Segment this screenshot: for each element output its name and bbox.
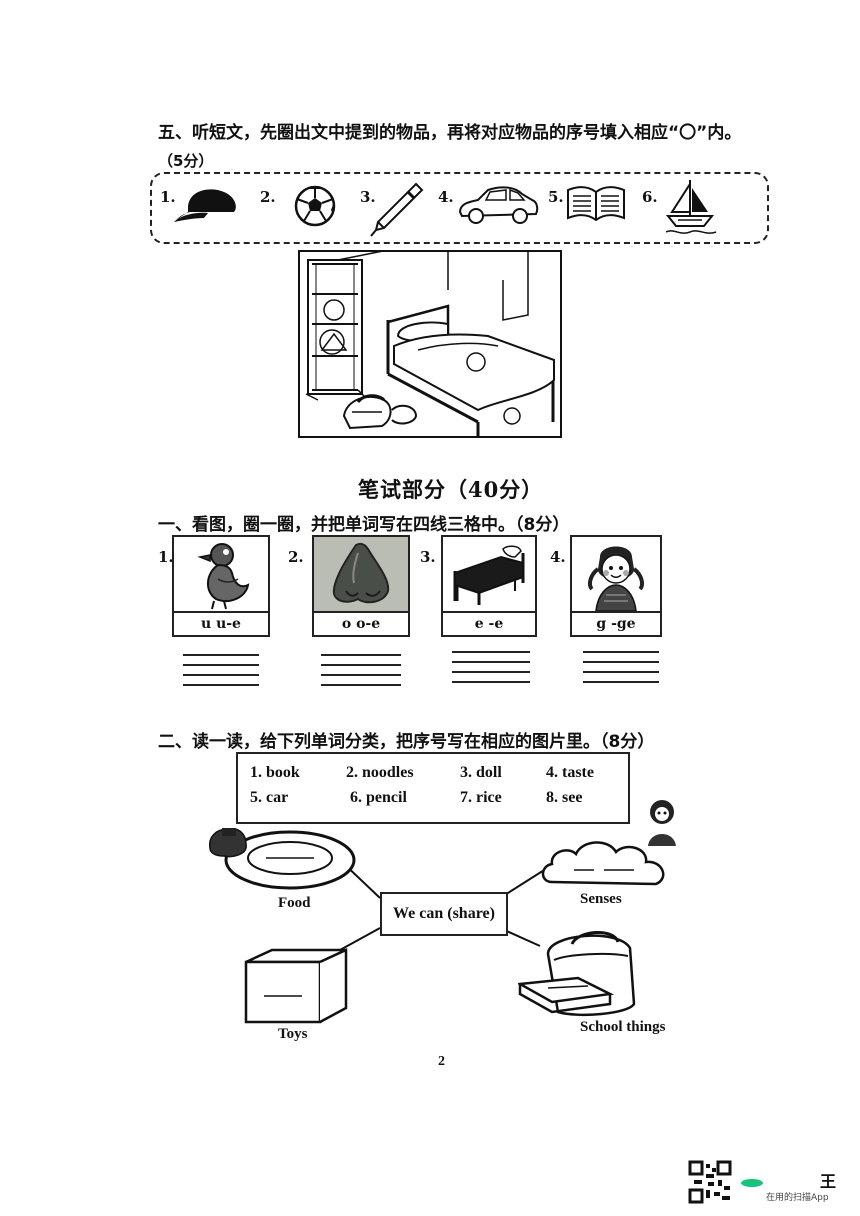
car-icon [458, 186, 539, 224]
spelling-hint: e -e [443, 611, 535, 635]
writing-lines[interactable] [583, 651, 659, 683]
word-item: 1. book [250, 764, 300, 781]
bed-icon [453, 545, 525, 605]
item-number: 3. [360, 188, 376, 206]
items-strip [150, 172, 769, 244]
writing-lines[interactable] [321, 654, 401, 686]
written-part-title: 笔试部分（40分） [358, 477, 544, 502]
writing-lines[interactable] [452, 651, 530, 683]
card-number: 4. [550, 548, 566, 566]
card-number: 2. [288, 548, 304, 566]
nose-icon [332, 542, 390, 604]
pen-icon [370, 182, 424, 237]
writing-lines[interactable] [183, 654, 259, 686]
girl-icon [588, 546, 644, 611]
card-number: 1. [158, 548, 174, 566]
item-number: 6. [642, 188, 658, 206]
cloud-icon[interactable] [538, 834, 678, 894]
part2-title: 二、读一读，给下列单词分类，把序号写在相应的图片里。（8分） [158, 732, 655, 752]
item-number: 5. [548, 188, 564, 206]
app-logo-icon [741, 1179, 763, 1187]
word-item: 7. rice [460, 789, 502, 806]
item-number: 4. [438, 188, 454, 206]
part1-title: 一、看图，圈一圈，并把单词写在四线三格中。（8分） [158, 515, 570, 535]
center-topic-text: We can (share) [393, 905, 495, 922]
word-item: 8. see [546, 789, 583, 806]
picture-card: u u-e [172, 535, 270, 637]
spelling-hint: o o-e [314, 611, 408, 635]
item-number: 1. [160, 188, 176, 206]
item-number: 2. [260, 188, 276, 206]
card-number: 3. [420, 548, 436, 566]
senses-label: Senses [580, 891, 622, 907]
child-icon [648, 800, 676, 846]
page-number: 2 [438, 1054, 445, 1069]
boat-icon [665, 180, 717, 234]
word-item: 5. car [250, 789, 289, 806]
duck-icon [197, 543, 250, 610]
backpack-icon[interactable] [518, 924, 646, 1020]
word-item: 2. noodles [346, 764, 414, 781]
word-bank: 1. book 2. noodles 3. doll 4. taste 5. c… [236, 752, 630, 824]
word-item: 6. pencil [350, 789, 407, 806]
section5-title: 五、听短文，先圈出文中提到的物品，再将对应物品的序号填入相应“〇”内。 [158, 123, 742, 143]
footer-corner-text: 王 [820, 1172, 837, 1191]
football-icon [294, 185, 336, 227]
picture-card: g -ge [570, 535, 662, 637]
food-label: Food [278, 895, 311, 911]
book-icon [567, 186, 625, 222]
footer-text: 在用的扫描App [766, 1193, 829, 1203]
picture-card: e -e [441, 535, 537, 637]
center-topic-box: We can (share) [380, 892, 508, 936]
spelling-hint: g -ge [572, 611, 660, 635]
bedroom-picture [298, 250, 562, 438]
word-item: 3. doll [460, 764, 502, 781]
spelling-hint: u u-e [174, 611, 268, 635]
box-icon[interactable] [242, 946, 348, 1026]
section5-score: （5分） [158, 152, 214, 170]
qr-code-icon[interactable] [688, 1160, 732, 1204]
school-things-label: School things [580, 1019, 666, 1035]
toys-label: Toys [278, 1026, 308, 1042]
plate-icon[interactable] [204, 822, 360, 896]
word-item: 4. taste [546, 764, 594, 781]
picture-card: o o-e [312, 535, 410, 637]
cap-icon [174, 189, 236, 222]
